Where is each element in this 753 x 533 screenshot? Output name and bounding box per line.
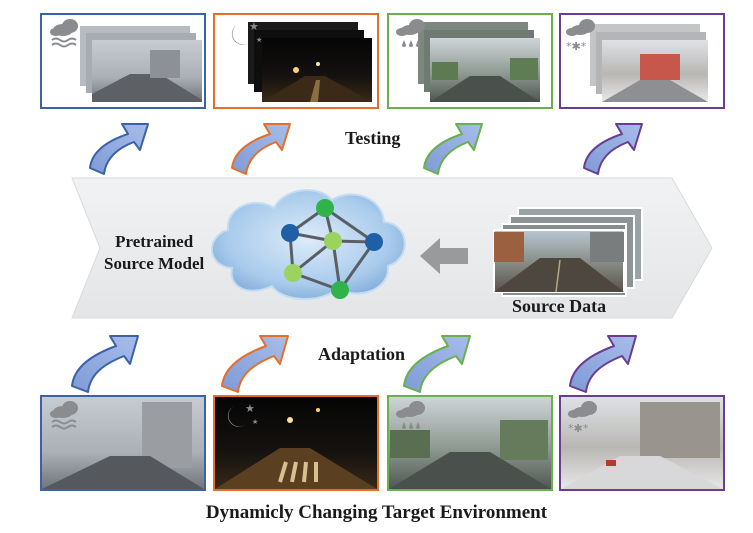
target-frame-fog bbox=[40, 395, 206, 491]
test-frame-night: ★ ★ bbox=[213, 13, 379, 109]
adapt-arrow-fog bbox=[71, 335, 139, 393]
svg-text:★: ★ bbox=[245, 402, 255, 415]
test-arrow-fog bbox=[89, 123, 149, 175]
rain-cloud-icon bbox=[396, 401, 425, 429]
network-node bbox=[284, 264, 302, 282]
network-node bbox=[324, 232, 342, 250]
svg-text:*✱*: *✱* bbox=[566, 40, 587, 53]
pretrained-model-label: Pretrained Source Model bbox=[104, 231, 204, 275]
test-arrow-snow bbox=[583, 123, 643, 175]
fog-cloud-icon bbox=[50, 401, 78, 430]
svg-text:*✱*: *✱* bbox=[568, 422, 589, 435]
test-frame-snow: *✱* bbox=[559, 13, 725, 109]
source-data-stack bbox=[493, 207, 643, 297]
target-frame-snow: *✱* bbox=[559, 395, 725, 491]
snow-cloud-icon: *✱* bbox=[566, 19, 595, 53]
fog-cloud-icon bbox=[50, 19, 78, 48]
target-frame-rain bbox=[387, 395, 553, 491]
test-arrow-rain bbox=[423, 123, 483, 175]
rain-cloud-icon bbox=[396, 19, 425, 47]
network-node bbox=[316, 199, 334, 217]
moon-stars-icon: ★ ★ bbox=[227, 402, 258, 427]
test-frame-rain bbox=[387, 13, 553, 109]
network-node bbox=[281, 224, 299, 242]
svg-text:★: ★ bbox=[256, 36, 262, 44]
pretrained-line-1: Pretrained bbox=[115, 232, 194, 251]
adapt-arrow-rain bbox=[403, 335, 471, 393]
svg-text:★: ★ bbox=[249, 20, 259, 33]
network-node bbox=[331, 281, 349, 299]
figure-caption: Dynamicly Changing Target Environment bbox=[205, 502, 548, 523]
svg-text:★: ★ bbox=[252, 418, 258, 426]
source-data-label: Source Data bbox=[512, 296, 607, 316]
pretrained-line-2: Source Model bbox=[104, 254, 205, 273]
adapt-arrow-snow bbox=[569, 335, 637, 393]
adapt-arrow-night bbox=[221, 335, 289, 393]
snow-cloud-icon: *✱* bbox=[568, 401, 597, 435]
testing-label: Testing bbox=[345, 128, 401, 148]
adaptation-label: Adaptation bbox=[318, 344, 406, 364]
test-frame-fog bbox=[40, 13, 206, 109]
source-to-model-arrow bbox=[420, 238, 468, 274]
source-model-cloud bbox=[211, 189, 406, 300]
network-node bbox=[365, 233, 383, 251]
moon-stars-icon: ★ ★ bbox=[231, 20, 262, 45]
test-arrow-night bbox=[231, 123, 291, 175]
target-frame-night: ★ ★ bbox=[213, 395, 379, 491]
